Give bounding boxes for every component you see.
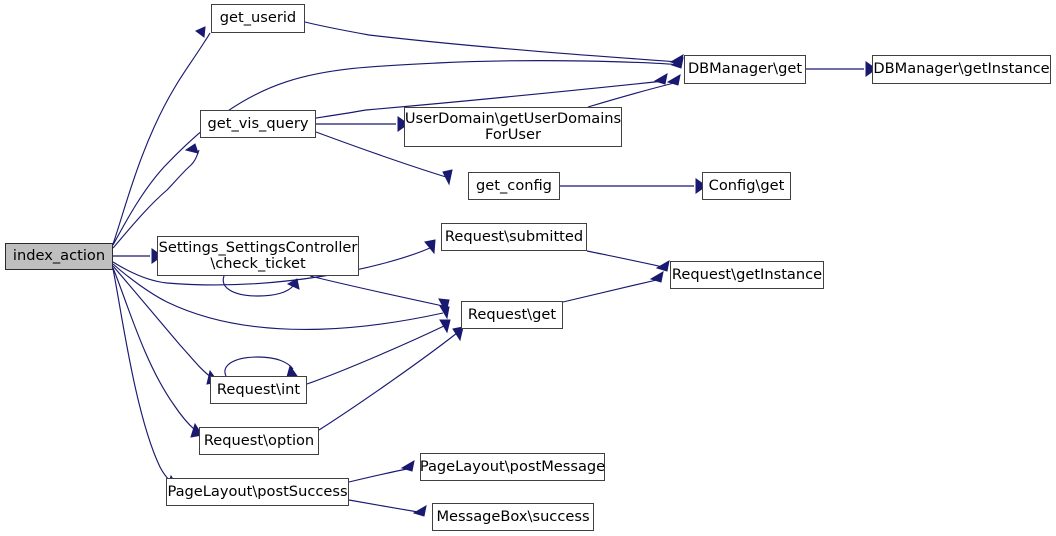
arrowhead-post_success-to-messagebox_success bbox=[412, 505, 427, 517]
graph-node-index_action[interactable]: index_action bbox=[5, 243, 113, 270]
arrowhead-user_domains-to-dbmanager_get bbox=[666, 74, 681, 86]
arrowhead-request_get-to-request_instance bbox=[649, 271, 664, 283]
edge-index_action-to-dbmanager_get bbox=[112, 60, 682, 246]
graph-node-request_submitted[interactable]: Request\submitted bbox=[441, 223, 587, 251]
graph-node-get_config[interactable]: get_config bbox=[468, 172, 560, 200]
graph-node-dbmanager_get[interactable]: DBManager\get bbox=[684, 55, 806, 84]
edge-check_ticket-to-request_get bbox=[309, 275, 444, 307]
arrowhead-check_ticket-to-check_ticket bbox=[286, 278, 300, 290]
edge-index_action-to-get_userid bbox=[112, 32, 211, 245]
graph-node-post_message[interactable]: PageLayout\postMessage bbox=[420, 453, 605, 481]
arrowhead-request_int-to-request_get bbox=[439, 319, 451, 334]
edge-post_success-to-post_message bbox=[348, 467, 413, 483]
graph-node-request_option[interactable]: Request\option bbox=[199, 427, 319, 455]
graph-node-request_get[interactable]: Request\get bbox=[461, 301, 563, 329]
graph-node-post_success[interactable]: PageLayout\postSuccess bbox=[166, 478, 349, 506]
edge-index_action-to-get_vis_query bbox=[112, 149, 200, 249]
arrowhead-post_success-to-post_message bbox=[400, 460, 415, 472]
edge-index_action-to-request_option bbox=[112, 267, 196, 431]
arrowhead-get_userid-to-dbmanager_get bbox=[669, 54, 684, 66]
graph-node-dbmanager_instance[interactable]: DBManager\getInstance bbox=[872, 55, 1051, 84]
arrowhead-index_action-to-get_userid bbox=[195, 26, 206, 38]
edge-request_option-to-request_get bbox=[318, 332, 458, 431]
edge-post_success-to-messagebox_success bbox=[348, 499, 425, 514]
arrowhead-get_vis_query-to-dbmanager_get bbox=[653, 73, 668, 85]
arrowhead-check_ticket-to-request_get bbox=[438, 298, 450, 314]
edge-index_action-to-request_int bbox=[112, 265, 212, 378]
arrowhead-index_action-to-request_submitted bbox=[424, 239, 436, 255]
graph-node-get_userid[interactable]: get_userid bbox=[211, 4, 305, 33]
arrowhead-index_action-to-get_vis_query bbox=[184, 143, 199, 154]
graph-node-request_instance[interactable]: Request\getInstance bbox=[670, 261, 824, 289]
graph-node-check_ticket[interactable]: Settings_SettingsController \check_ticke… bbox=[157, 236, 359, 276]
edge-check_ticket-to-check_ticket bbox=[222, 275, 294, 297]
edge-request_int-to-request_int bbox=[224, 356, 294, 377]
graph-node-config_get[interactable]: Config\get bbox=[702, 172, 791, 200]
arrowhead-index_action-to-request_get bbox=[439, 305, 450, 320]
edge-request_int-to-request_get bbox=[306, 325, 445, 385]
arrowhead-get_vis_query-to-get_config bbox=[442, 169, 453, 186]
edge-user_domains-to-dbmanager_get bbox=[587, 81, 679, 108]
arrowhead-index_action-to-dbmanager_get bbox=[670, 56, 684, 69]
graph-node-user_domains[interactable]: UserDomain\getUserDomains ForUser bbox=[404, 107, 622, 147]
graph-node-request_int[interactable]: Request\int bbox=[210, 376, 307, 404]
edge-index_action-to-post_success bbox=[112, 268, 172, 483]
edge-get_userid-to-dbmanager_get bbox=[304, 21, 681, 63]
arrowhead-request_submitted-to-request_instance bbox=[655, 260, 670, 272]
edge-request_submitted-to-request_instance bbox=[586, 250, 668, 269]
edge-request_get-to-request_instance bbox=[562, 278, 662, 303]
graph-node-messagebox_success[interactable]: MessageBox\success bbox=[432, 503, 594, 531]
graph-node-get_vis_query[interactable]: get_vis_query bbox=[200, 110, 316, 138]
